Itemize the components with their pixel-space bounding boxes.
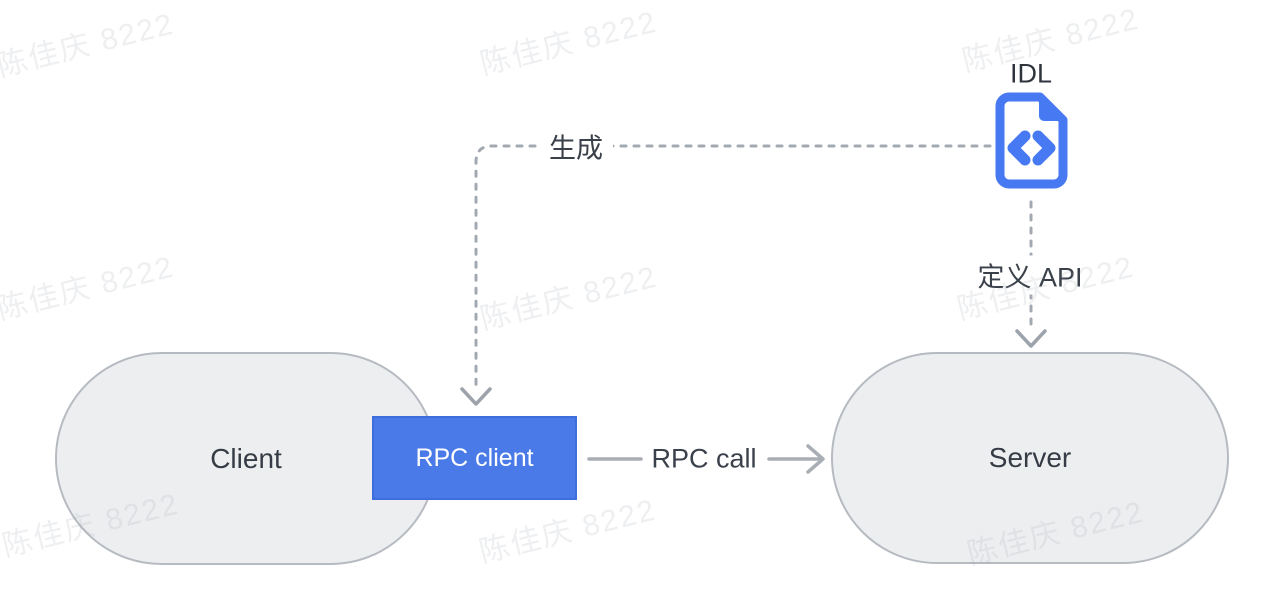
server-node-label: Server	[988, 442, 1072, 473]
edge-generate-path	[474, 144, 992, 388]
edge-rpc-call-label: RPC call	[647, 443, 761, 475]
server-node: Server	[831, 352, 1229, 564]
document-outline	[995, 92, 1068, 189]
code-file-icon	[995, 92, 1068, 189]
edge-define-api-label: 定义 API	[967, 255, 1093, 295]
edge-generate-arrowhead-icon	[460, 387, 492, 406]
code-bracket-right	[1032, 130, 1056, 166]
edge-define-api-arrowhead-icon	[1015, 329, 1047, 348]
folded-corner	[1039, 99, 1060, 121]
rpc-client-node-label: RPC client	[415, 443, 534, 472]
edge-generate-label: 生成	[539, 126, 613, 166]
code-bracket-left	[1007, 130, 1031, 166]
client-node-label: Client	[210, 442, 282, 474]
idl-node-label: IDL	[1009, 58, 1053, 89]
rpc-client-node: RPC client	[372, 416, 577, 500]
edge-rpc-call-arrowhead-icon	[806, 444, 825, 474]
